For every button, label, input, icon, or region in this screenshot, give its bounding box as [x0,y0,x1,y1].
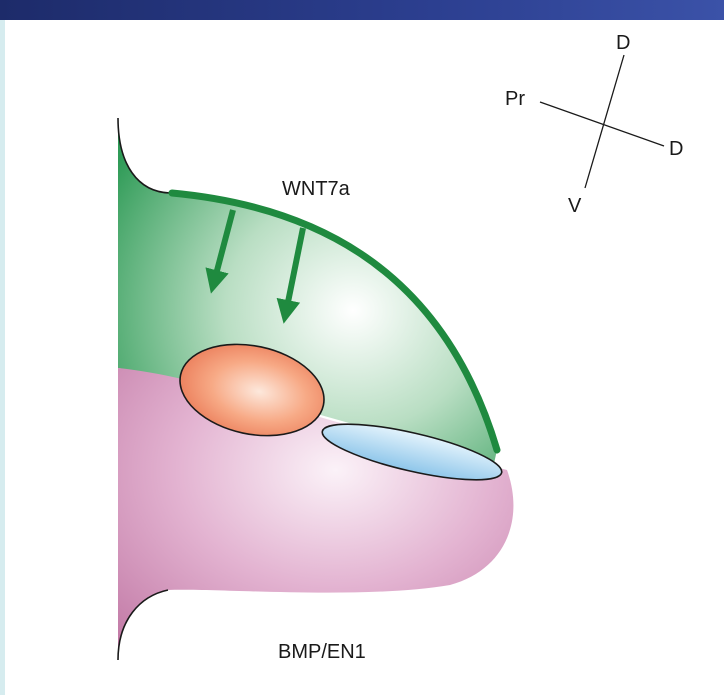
dorsal-ventral-axis-line [585,55,624,188]
bmp-en1-label: BMP/EN1 [278,641,366,663]
axis-label-left: Pr [505,88,525,110]
axis-label-right: D [669,138,683,160]
axis-indicator: D Pr D V [505,32,683,217]
axis-label-bottom: V [568,195,582,217]
axis-label-top: D [616,32,630,54]
wnt7a-label: WNT7a [282,178,351,200]
proximal-distal-axis-line [540,102,664,146]
